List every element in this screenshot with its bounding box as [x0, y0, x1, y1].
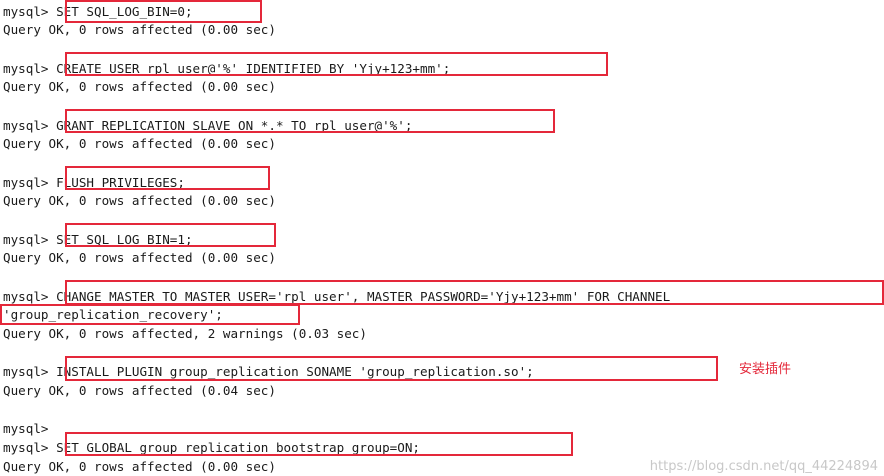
command-continuation: 'group_replication_recovery'; — [3, 307, 223, 322]
query-result: Query OK, 0 rows affected (0.00 sec) — [3, 459, 276, 474]
command-line: mysql> SET SQL_LOG_BIN=0; — [3, 4, 193, 19]
query-result: Query OK, 0 rows affected (0.00 sec) — [3, 250, 276, 265]
command-line: mysql> FLUSH PRIVILEGES; — [3, 175, 185, 190]
query-result: Query OK, 0 rows affected (0.00 sec) — [3, 22, 276, 37]
empty-prompt: mysql> — [3, 421, 49, 436]
query-result: Query OK, 0 rows affected (0.00 sec) — [3, 193, 276, 208]
command-line: mysql> GRANT REPLICATION SLAVE ON *.* TO… — [3, 118, 413, 133]
query-result: Query OK, 0 rows affected, 2 warnings (0… — [3, 326, 367, 341]
command-line: mysql> CREATE USER rpl_user@'%' IDENTIFI… — [3, 61, 451, 76]
query-result: Query OK, 0 rows affected (0.04 sec) — [3, 383, 276, 398]
command-line: mysql> SET GLOBAL group_replication_boot… — [3, 440, 421, 455]
watermark: https://blog.csdn.net/qq_44224894 — [649, 459, 878, 474]
annotation-label: 安装插件 — [739, 362, 792, 377]
command-line: mysql> INSTALL PLUGIN group_replication … — [3, 364, 534, 379]
command-line: mysql> SET SQL_LOG_BIN=1; — [3, 232, 193, 247]
command-line: mysql> CHANGE MASTER TO MASTER_USER='rpl… — [3, 289, 671, 304]
query-result: Query OK, 0 rows affected (0.00 sec) — [3, 136, 276, 151]
query-result: Query OK, 0 rows affected (0.00 sec) — [3, 79, 276, 94]
